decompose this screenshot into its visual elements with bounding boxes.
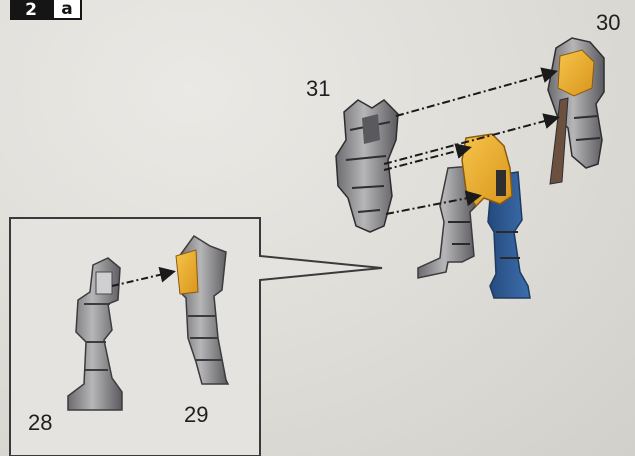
- part-label-29: 29: [184, 402, 208, 428]
- body-piece-30: [548, 38, 604, 184]
- part-label-28: 28: [28, 410, 52, 436]
- legs-assembly: [418, 134, 530, 298]
- part-label-31: 31: [306, 76, 330, 102]
- armor-piece-31: [336, 100, 398, 232]
- assembly-arrow-2: [396, 72, 554, 116]
- part-label-30: 30: [596, 10, 620, 36]
